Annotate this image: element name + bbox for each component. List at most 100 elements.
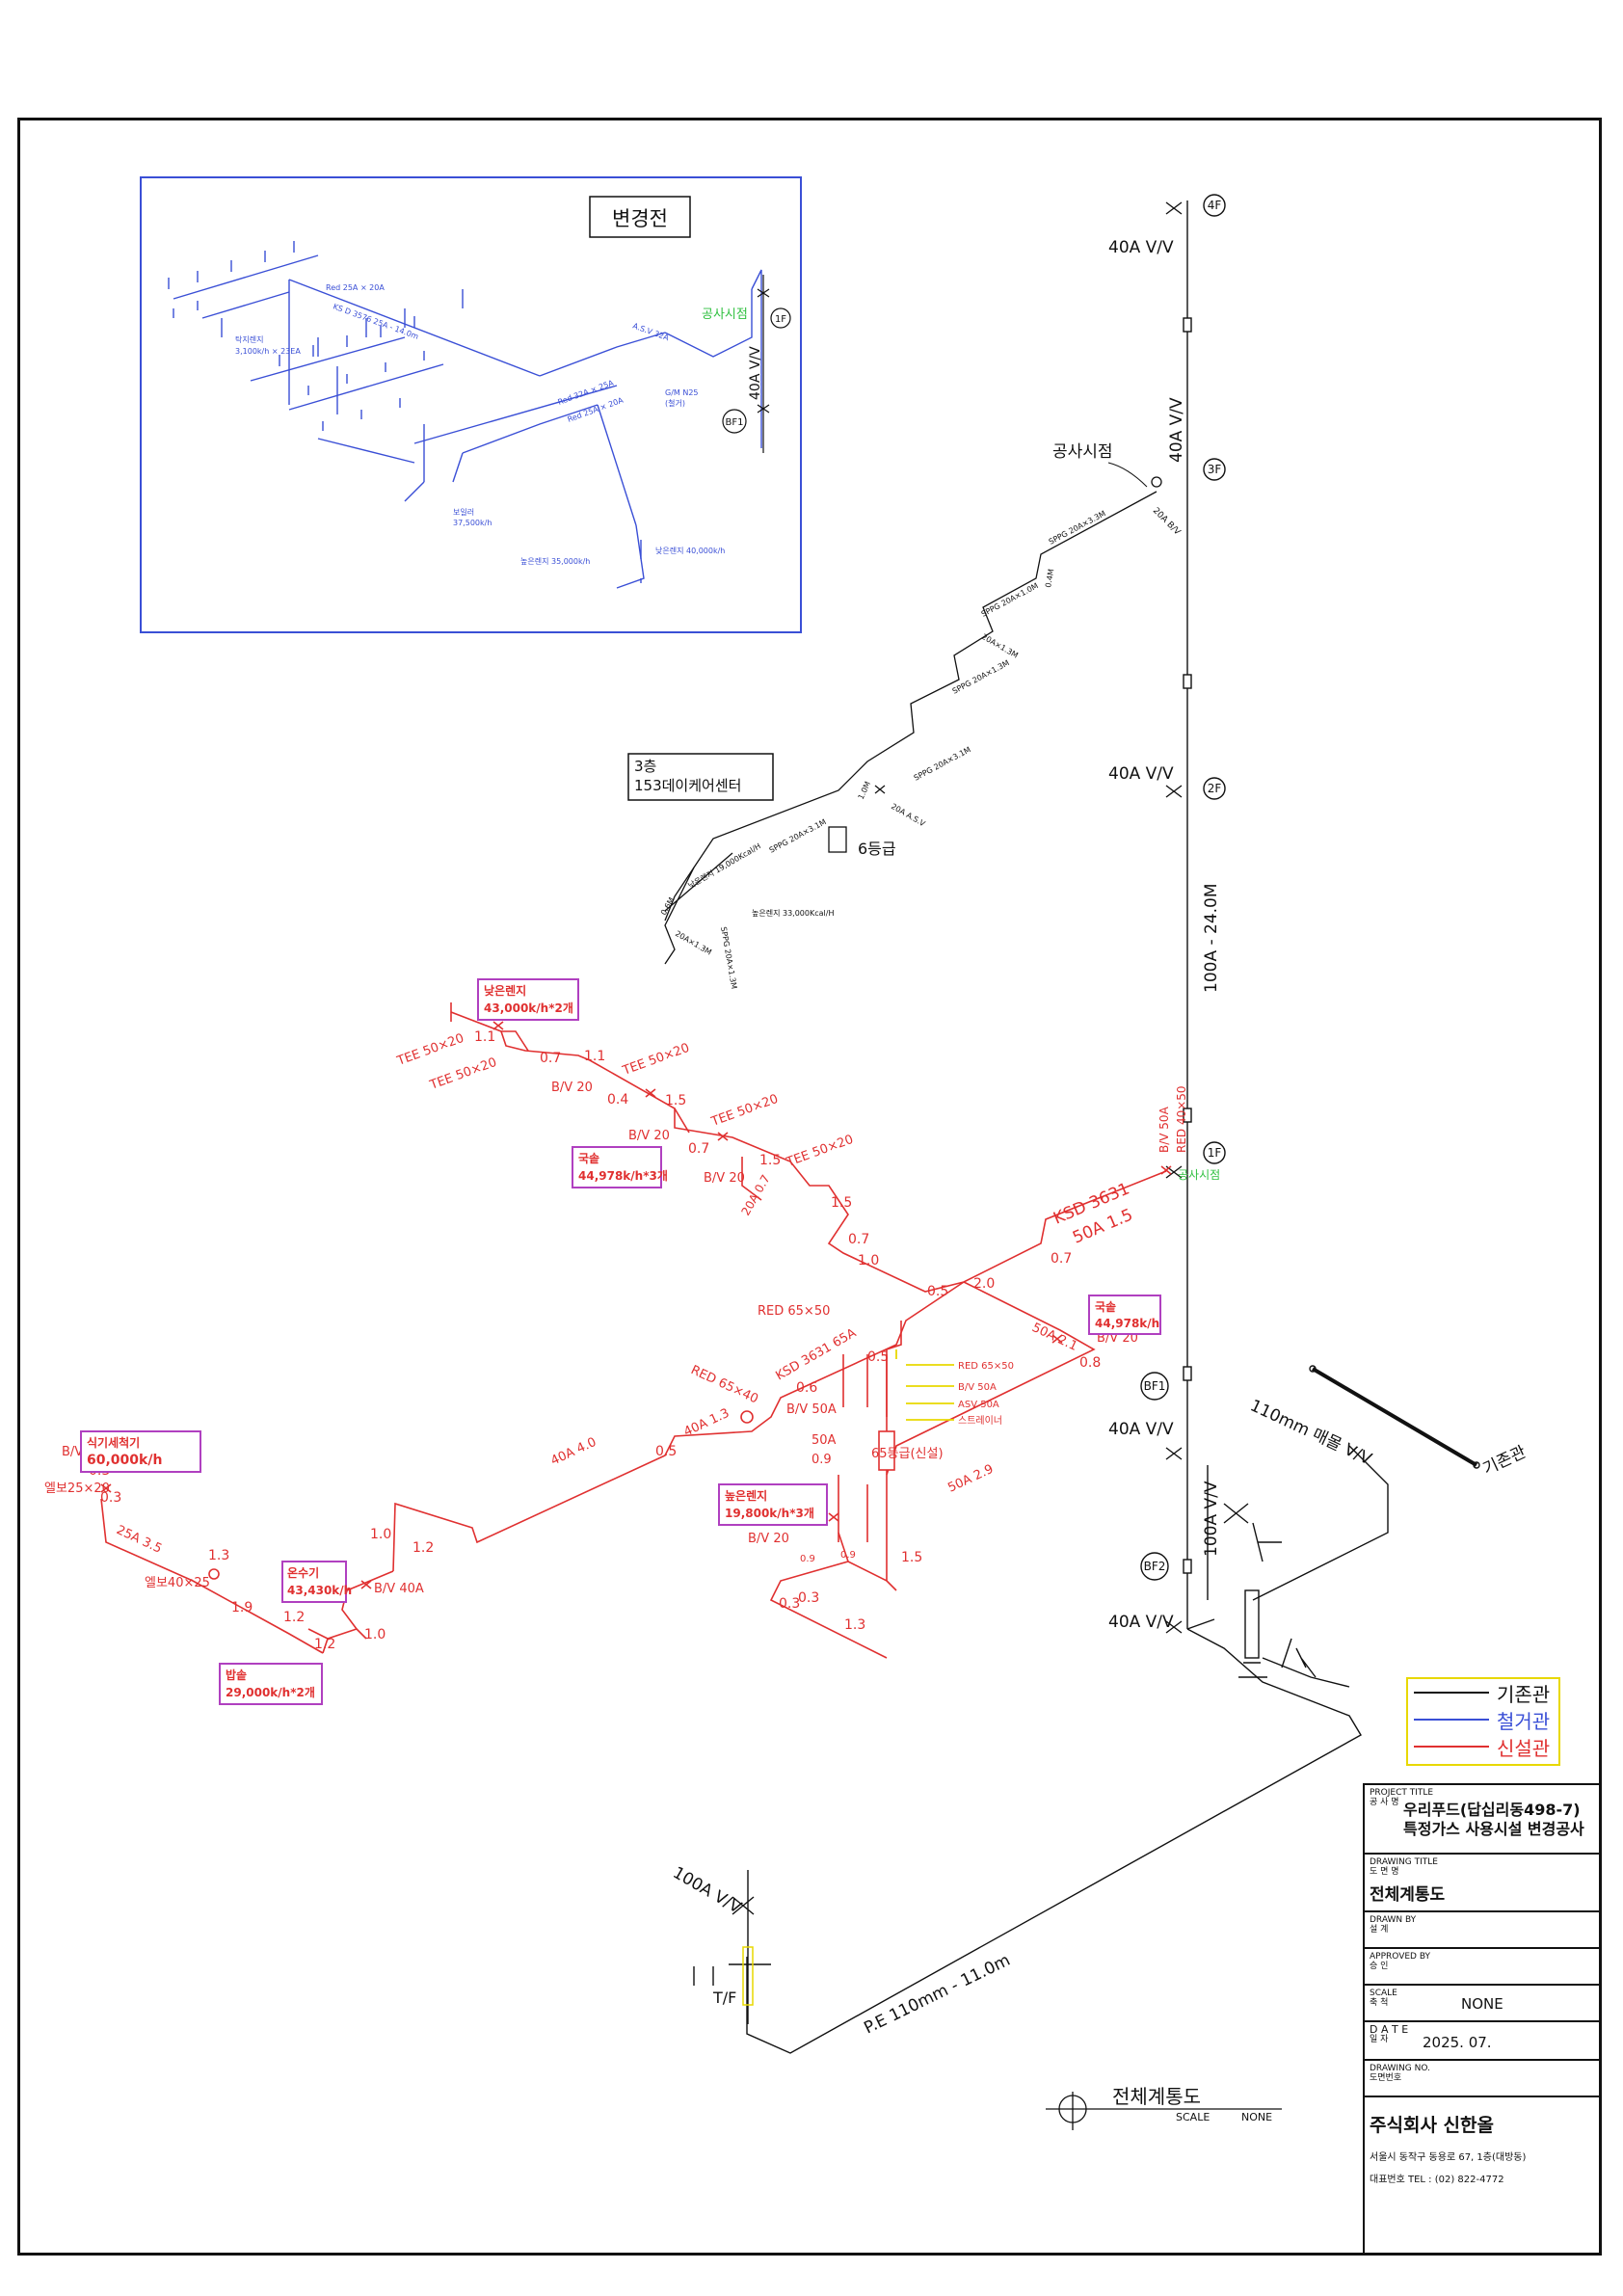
nw-tee-1: TEE 50×20 bbox=[394, 1031, 466, 1069]
riser-work-start-1f: 공사시점 bbox=[1178, 1168, 1220, 1182]
tb-company: 주식회사 신한올 서울시 동작구 동용로 67, 1층(대방동) 대표번호 TE… bbox=[1365, 2096, 1602, 2217]
tb-drawn: DRAWN BY 설 계 bbox=[1365, 1910, 1602, 1947]
svg-text:1.9: 1.9 bbox=[231, 1600, 253, 1615]
tb-approved-kr: 승 인 bbox=[1370, 1962, 1389, 1971]
before-work-start: 공사시점 bbox=[702, 307, 748, 322]
ug-existing: 기존관 bbox=[1480, 1443, 1530, 1480]
svg-text:1.2: 1.2 bbox=[412, 1540, 434, 1556]
before-floor-1f: 1F bbox=[775, 314, 786, 325]
riser-v-4f: 40A V/V bbox=[1108, 238, 1174, 257]
before-title: 변경전 bbox=[612, 207, 668, 230]
cb-low-range: 낮은렌지 bbox=[484, 983, 526, 998]
svg-text:0.3: 0.3 bbox=[779, 1596, 800, 1612]
svg-text:1.0: 1.0 bbox=[370, 1527, 391, 1542]
tb-scale-kr: 축 척 bbox=[1370, 1998, 1389, 2008]
label-boiler-cap: 37,500k/h bbox=[453, 519, 492, 527]
svg-text:1.2: 1.2 bbox=[283, 1610, 305, 1625]
legend-existing: 기존관 bbox=[1408, 1679, 1558, 1706]
label-takji: 탁지렌지 bbox=[235, 334, 263, 344]
riser-floor-bf2: BF2 bbox=[1144, 1560, 1166, 1573]
nw-a50-09: 0.9 bbox=[812, 1453, 832, 1467]
ug-buried-valve: 110mm 매몰 V/V bbox=[1247, 1396, 1375, 1469]
nw-tee-5: TEE 50×20 bbox=[784, 1133, 855, 1170]
tf-name-2: 153데이케어센터 bbox=[634, 777, 741, 794]
svg-text:1.3: 1.3 bbox=[208, 1548, 229, 1563]
ug-tf: T/F bbox=[712, 1989, 736, 2007]
legend-new-line bbox=[1414, 1746, 1489, 1748]
tb-date-kr: 일 자 bbox=[1370, 2035, 1389, 2044]
nw-bv20-2: B/V 20 bbox=[628, 1129, 670, 1143]
legend-existing-line bbox=[1414, 1692, 1489, 1694]
nw-red65-50: RED 65×50 bbox=[758, 1304, 830, 1319]
tb-project-line2: 특정가스 사용시설 변경공사 bbox=[1403, 1820, 1584, 1838]
main-riser bbox=[746, 194, 1362, 2054]
riser-work-start-3f: 공사시점 bbox=[1052, 442, 1113, 462]
tb-drawn-label: DRAWN BY bbox=[1370, 1915, 1417, 1925]
svg-text:0.7: 0.7 bbox=[540, 1051, 561, 1066]
svg-text:0.7: 0.7 bbox=[848, 1232, 869, 1247]
riser-floor-3f: 3F bbox=[1208, 463, 1222, 476]
legend-existing-label: 기존관 bbox=[1497, 1682, 1551, 1706]
view-scale-val: NONE bbox=[1241, 2111, 1272, 2123]
riser-main: 100A - 24.0M bbox=[1202, 883, 1221, 993]
pipe-legend: 기존관 철거관 신설관 bbox=[1406, 1677, 1560, 1766]
nw-elbow40-25: 엘보40×25 bbox=[145, 1576, 210, 1590]
tb-project-line1: 우리푸드(답십리동498-7) bbox=[1403, 1801, 1581, 1819]
cb-low-range-cap: 43,000k/h*2개 bbox=[484, 1001, 573, 1015]
cb-rice: 밥솥 bbox=[226, 1668, 247, 1682]
appliance-callouts bbox=[80, 978, 1161, 1705]
tf-pipe-4: SPPG 20A×1.3M bbox=[951, 658, 1011, 696]
legend-removed-line bbox=[1414, 1719, 1489, 1721]
tf-pipe-5: SPPG 20A×3.1M bbox=[913, 745, 972, 783]
tf-pipe-12: SPPG 20A×1.3M bbox=[719, 926, 738, 990]
tf-grade: 6등급 bbox=[858, 840, 896, 858]
tf-pipe-3: 20A×1.3M bbox=[980, 632, 1020, 660]
nw-bv20-1: B/V 20 bbox=[551, 1081, 593, 1095]
svg-text:0.9: 0.9 bbox=[800, 1554, 815, 1564]
nw-legend-strainer: 스트레이너 bbox=[958, 1415, 1002, 1427]
tb-tel: 대표번호 TEL : (02) 822-4772 bbox=[1370, 2175, 1504, 2185]
label-asv: A.S.V 32A bbox=[631, 321, 670, 342]
before-valve-40a: 40A V/V bbox=[748, 346, 763, 400]
label-gm-note: (철거) bbox=[665, 398, 685, 408]
svg-text:0.4: 0.4 bbox=[607, 1092, 628, 1108]
svg-text:1.5: 1.5 bbox=[901, 1550, 922, 1565]
nw-a50-21: 50A 2.1 bbox=[1029, 1321, 1079, 1354]
nw-legend-bv: B/V 50A bbox=[958, 1382, 997, 1393]
riser-v-bf1: 40A V/V bbox=[1108, 1420, 1174, 1439]
svg-text:0.7: 0.7 bbox=[1051, 1251, 1072, 1267]
view-title: 전체계통도 bbox=[1112, 2085, 1201, 2108]
svg-text:1.0: 1.0 bbox=[858, 1253, 879, 1268]
svg-text:0.3: 0.3 bbox=[100, 1490, 121, 1506]
nw-legend-red: RED 65×50 bbox=[958, 1361, 1014, 1372]
nw-a40-40: 40A 4.0 bbox=[548, 1435, 599, 1469]
nw-tee-4: TEE 50×20 bbox=[708, 1092, 780, 1130]
nw-red65-40: RED 65×40 bbox=[688, 1363, 760, 1406]
label-takji-cap: 3,100k/h × 23EA bbox=[235, 347, 301, 356]
label-ksd: KS D 3576 25A - 14.0m bbox=[332, 302, 419, 341]
tb-project-kr: 공 사 명 bbox=[1370, 1798, 1399, 1807]
nw-lengths: 1.1 0.7 1.1 0.4 1.5 0.7 1.5 1.5 0.7 1.0 … bbox=[89, 1029, 1101, 1652]
label-red-25-20: Red 25A × 20A bbox=[326, 283, 385, 292]
cb-warm-cap: 43,430k/h bbox=[287, 1584, 352, 1597]
nw-tee-2: TEE 50×20 bbox=[427, 1055, 498, 1093]
tb-company-name: 주식회사 신한올 bbox=[1370, 2115, 1494, 2136]
tf-pipe-9: SPPG 20A×3.1M bbox=[768, 817, 828, 855]
before-floor-bf1: BF1 bbox=[726, 417, 744, 428]
svg-text:1.5: 1.5 bbox=[831, 1195, 852, 1211]
tb-approved-label: APPROVED BY bbox=[1370, 1952, 1431, 1962]
svg-text:0.5: 0.5 bbox=[927, 1284, 948, 1299]
tb-project-label: PROJECT TITLE bbox=[1370, 1788, 1434, 1798]
tf-pipe-11: 0.6M bbox=[659, 895, 677, 917]
riser-bv50a: B/V 50A bbox=[1157, 1106, 1171, 1153]
svg-text:2.0: 2.0 bbox=[973, 1276, 995, 1292]
svg-text:0.8: 0.8 bbox=[1079, 1355, 1101, 1371]
tf-pipe-1: SPPG 20A×3.3M bbox=[1048, 509, 1107, 547]
nw-bv40a: B/V 40A bbox=[374, 1582, 424, 1596]
svg-text:1.1: 1.1 bbox=[584, 1049, 605, 1064]
cb-rice-cap: 29,000k/h*2개 bbox=[226, 1686, 315, 1699]
tb-drawing-title-label: DRAWING TITLE bbox=[1370, 1857, 1438, 1867]
riser-floor-2f: 2F bbox=[1208, 782, 1222, 795]
tf-pipe-6: 20A A.S.V bbox=[890, 802, 927, 829]
riser-floor-bf1: BF1 bbox=[1144, 1379, 1166, 1393]
